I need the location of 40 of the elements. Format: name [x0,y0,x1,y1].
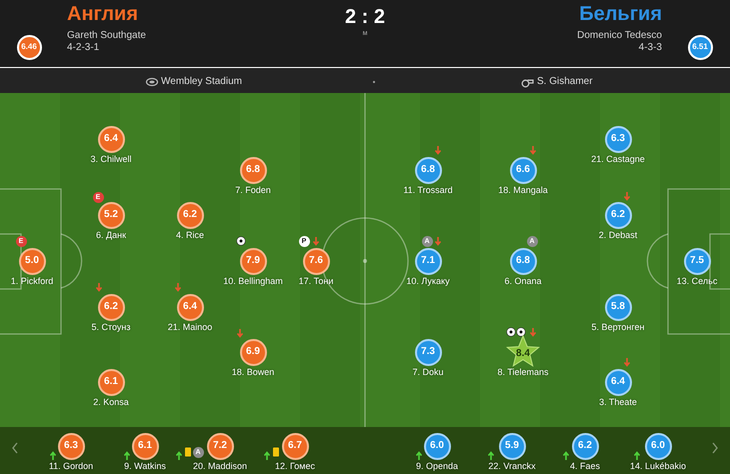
player-name: 4. Rice [176,230,204,241]
player-name: 11. Gordon [48,461,94,472]
player-name: 18. Mangala [498,185,548,196]
player-name: 2. Konsa [93,397,129,408]
player-name: 6. Данк [96,230,126,241]
player-name: 9. Openda [416,461,458,472]
player-name: 5. Стоунз [91,322,131,333]
player-name: 3. Chilwell [90,154,132,165]
player-name: 2. Debast [598,230,638,241]
player-name: 8. Tielemans [497,367,549,378]
team-name: Бельгия [579,3,662,26]
player-name: 1. Pickford [10,276,54,287]
player-name: 13. Сельс [676,276,718,287]
coach-name: Gareth Southgate [67,30,146,42]
player-name: 4. Faes [570,461,600,472]
player-name: 11. Trossard [403,185,453,196]
formation: 4-3-3 [638,42,662,54]
player-name: 14. Lukébakio [630,461,686,472]
player-name: 18. Bowen [232,367,274,378]
coach-name: Domenico Tedesco [577,30,662,42]
star-rating: 8.4 [506,335,540,369]
player-name: 17. Тони [298,276,334,287]
player-name: 20. Maddison [192,461,248,472]
player-name: 10. Bellingham [223,276,283,287]
player-name: 7. Doku [412,367,444,378]
player-name: 10. Лукаку [406,276,450,287]
player-name: 21. Mainoo [168,322,212,333]
player-name: 5. Вертонген [592,322,644,333]
player-name: 22. Vranckx [488,461,536,472]
player-name: 9. Watkins [124,461,166,472]
player-name: 3. Theate [599,397,637,408]
formation: 4-2-3-1 [67,42,100,54]
player-name: 7. Foden [235,185,271,196]
referee-name: S. Gishamer [537,76,593,88]
player-name: 12. Гомес [275,461,315,472]
player-name: 6. Onana [504,276,542,287]
venue-name: Wembley Stadium [161,76,242,88]
player-name: 21. Castagne [591,154,645,165]
score: 2 : 2 [344,6,386,29]
team-name: Англия [67,3,138,26]
